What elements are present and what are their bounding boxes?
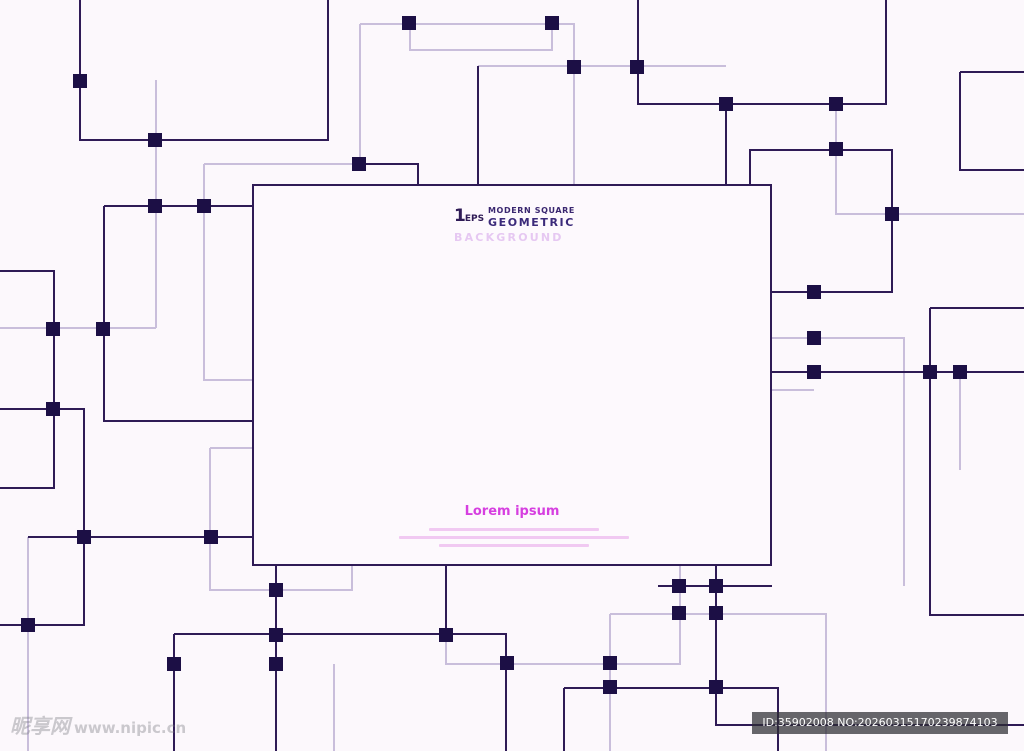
circuit-node (96, 322, 110, 336)
circuit-trace (174, 633, 507, 751)
circuit-node (545, 16, 559, 30)
circuit-node (46, 402, 60, 416)
circuit-node (709, 579, 723, 593)
card-heading: Lorem ipsum (464, 504, 560, 519)
circuit-trace (929, 308, 1024, 616)
circuit-node (46, 322, 60, 336)
circuit-node (204, 530, 218, 544)
placeholder-text-lines (394, 528, 634, 552)
circuit-trace (772, 337, 905, 586)
circuit-trace (409, 24, 553, 51)
circuit-trace (715, 566, 1024, 726)
circuit-node (923, 365, 937, 379)
logo-line-3: BACKGROUND (454, 231, 564, 244)
circuit-node (829, 142, 843, 156)
circuit-node (269, 628, 283, 642)
circuit-node (709, 680, 723, 694)
circuit-node (402, 16, 416, 30)
circuit-node (148, 133, 162, 147)
text-line (399, 536, 629, 539)
logo-line-2: GEOMETRIC (488, 216, 575, 229)
circuit-trace (835, 104, 1024, 215)
circuit-trace (103, 206, 252, 422)
circuit-node (709, 606, 723, 620)
circuit-node (603, 680, 617, 694)
circuit-node (672, 606, 686, 620)
circuit-node (269, 657, 283, 671)
circuit-node (73, 74, 87, 88)
circuit-node (953, 365, 967, 379)
circuit-trace (959, 72, 1024, 171)
circuit-node (807, 365, 821, 379)
circuit-node (439, 628, 453, 642)
circuit-node (630, 60, 644, 74)
circuit-trace (203, 164, 252, 381)
text-line (429, 528, 599, 531)
logo: 1EPS MODERN SQUARE GEOMETRIC BACKGROUND (454, 204, 584, 246)
circuit-trace (637, 0, 887, 105)
circuit-trace (749, 149, 893, 293)
circuit-trace (360, 23, 575, 184)
circuit-node (603, 656, 617, 670)
circuit-node (567, 60, 581, 74)
content-card: 1EPS MODERN SQUARE GEOMETRIC BACKGROUND … (252, 184, 772, 566)
eps-badge: 1EPS (454, 206, 485, 226)
circuit-node (807, 285, 821, 299)
circuit-trace (0, 408, 85, 626)
circuit-trace (360, 163, 419, 184)
circuit-node (269, 583, 283, 597)
circuit-node (167, 657, 181, 671)
circuit-node (197, 199, 211, 213)
circuit-node (807, 331, 821, 345)
circuit-trace (564, 687, 779, 751)
circuit-node (77, 530, 91, 544)
circuit-trace (0, 270, 55, 489)
logo-line-1: MODERN SQUARE (488, 206, 575, 215)
circuit-node (352, 157, 366, 171)
image-id-watermark: ID:35902008 NO:20260315170239874103 (752, 712, 1008, 734)
circuit-node (500, 656, 514, 670)
circuit-node (719, 97, 733, 111)
circuit-node (21, 618, 35, 632)
text-line (439, 544, 589, 547)
circuit-node (829, 97, 843, 111)
circuit-node (885, 207, 899, 221)
circuit-node (672, 579, 686, 593)
circuit-trace (79, 0, 329, 141)
circuit-node (148, 199, 162, 213)
